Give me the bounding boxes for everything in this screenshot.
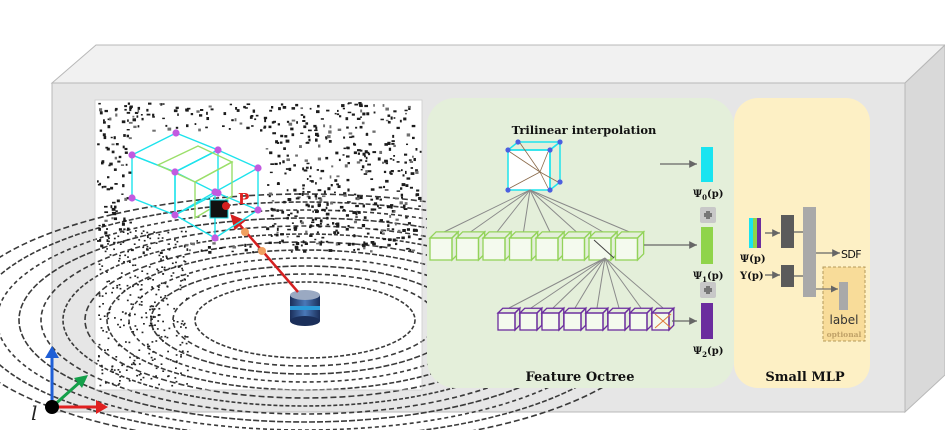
feature-vector-bar <box>701 227 713 264</box>
octree-node <box>128 194 136 202</box>
octree-cube <box>534 230 566 262</box>
mlp-layer <box>781 265 794 287</box>
frame-label: l <box>31 401 37 425</box>
octree-subbranch-lines <box>508 257 664 309</box>
feature-label: Ψ0(p) <box>693 189 723 202</box>
octree-node <box>211 234 219 242</box>
optional-note: optional <box>827 330 862 339</box>
box-side-face <box>904 44 945 414</box>
mlp-layer <box>781 215 794 248</box>
lidar-points <box>94 99 423 391</box>
point-label: P <box>238 190 249 208</box>
mlp-layer <box>803 207 816 297</box>
sdf-output-label: SDF <box>841 248 861 261</box>
octree-cube <box>428 230 460 262</box>
octree-cube <box>606 306 632 332</box>
plus-icon <box>700 207 716 223</box>
octree-cube <box>650 306 676 332</box>
feature-label: Ψ1(p) <box>693 271 723 284</box>
mlp-panel: Small MLP Ψ(p) Υ(p) SDF label optional <box>734 98 870 388</box>
octree-level1-cubes <box>428 230 646 262</box>
feature-vector-bar <box>701 147 713 182</box>
feature-octree-panel: Trilinear interpolation Feature Octree <box>427 98 734 388</box>
octree-cube <box>540 306 566 332</box>
mlp-input-feature-label: Ψ(p) <box>740 254 766 265</box>
octree-level2-cubes <box>496 306 676 332</box>
mlp-title: Small MLP <box>765 370 845 385</box>
box-top-face <box>50 44 945 84</box>
interpolation-title: Trilinear interpolation <box>512 123 657 137</box>
interpolation-cube-icon <box>505 139 563 193</box>
plus-icon <box>700 282 716 298</box>
lidar-sensor-icon <box>290 290 320 326</box>
coordinate-frame: l <box>31 346 108 425</box>
feature-label: Ψ2(p) <box>693 346 723 359</box>
octree-cube <box>584 306 610 332</box>
octree-cube <box>562 306 588 332</box>
octree-node-dots <box>128 129 262 242</box>
octree-node <box>214 146 222 154</box>
mlp-input-pos-label: Υ(p) <box>739 271 764 282</box>
octree-cube <box>628 306 654 332</box>
octree-node <box>171 211 179 219</box>
octree-node <box>254 206 262 214</box>
scan-ring <box>194 281 416 359</box>
octree-node <box>172 129 180 137</box>
octree-node <box>128 151 136 159</box>
label-output-label: label <box>829 313 858 327</box>
octree-cube <box>560 230 593 262</box>
octree-branch-lines <box>443 189 630 233</box>
mlp-label-layer <box>839 282 848 310</box>
octree-cube <box>613 230 646 262</box>
octree-title: Feature Octree <box>526 370 635 385</box>
octree-cube <box>507 230 540 262</box>
octree-node <box>171 168 179 176</box>
feature-vector-bar <box>701 303 713 339</box>
octree-node <box>211 188 219 196</box>
octree-node <box>254 164 262 172</box>
feature-vectors: Ψ0(p) Ψ1(p) Ψ2(p) <box>644 147 723 359</box>
